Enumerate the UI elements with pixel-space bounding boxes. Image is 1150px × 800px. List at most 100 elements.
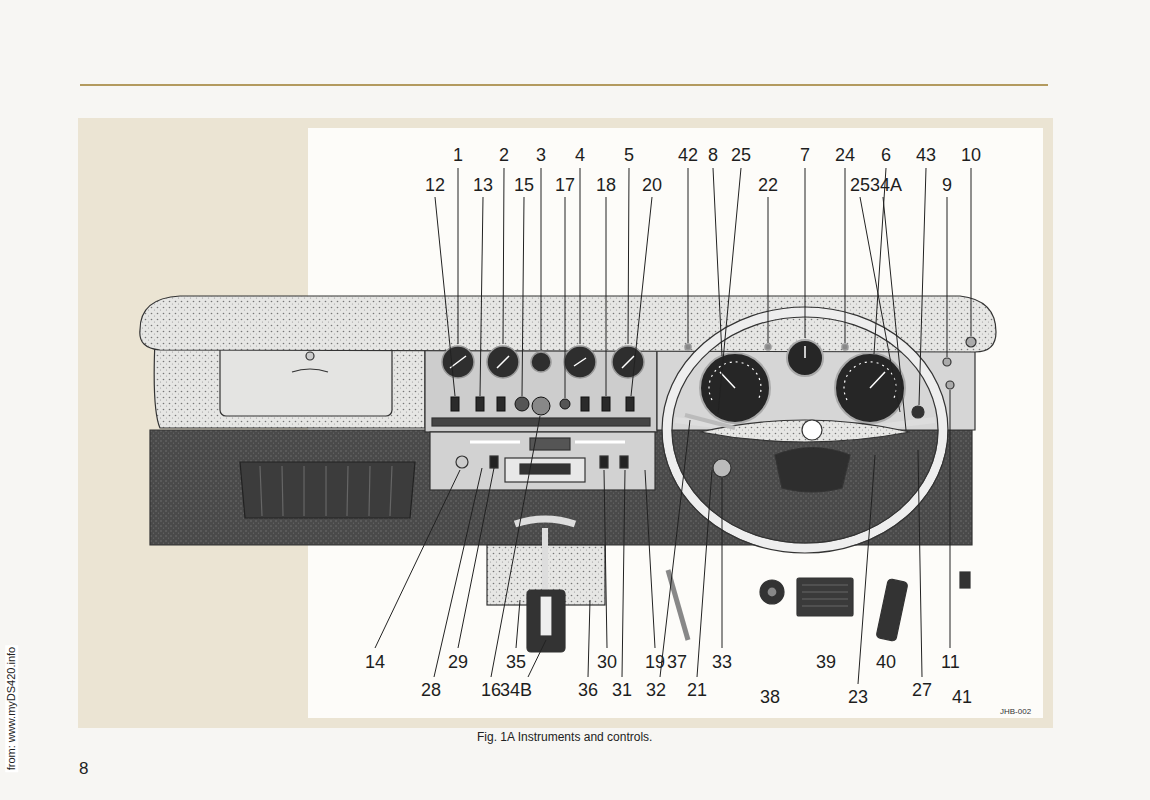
steering-wheel-part	[966, 337, 976, 347]
loose-parts	[668, 570, 970, 641]
leader-lines-part	[541, 168, 542, 350]
steering-wheel-part	[720, 346, 885, 388]
leader-lines-part	[458, 168, 459, 344]
callout-number: 34A	[870, 176, 902, 194]
loose-parts-part	[760, 580, 784, 604]
leader-lines-part	[713, 168, 722, 356]
callout-number: 13	[473, 176, 493, 194]
leader-lines-part	[688, 168, 689, 343]
leader-lines-part	[697, 470, 712, 677]
small-gauges-part	[685, 344, 691, 350]
page-number: 8	[79, 760, 88, 777]
leader-lines-part	[435, 197, 455, 396]
callout-number: 29	[448, 653, 468, 671]
dashboard-fascia-part	[292, 369, 328, 372]
switch-row	[451, 397, 634, 415]
watermark: from: www.myDS420.info	[5, 645, 18, 772]
callout-number: 1	[453, 146, 463, 164]
steering-wheel-part	[709, 362, 896, 400]
figure-caption: Fig. 1A Instruments and controls.	[477, 731, 652, 743]
leader-lines-part	[622, 470, 625, 677]
leader-lines-part	[722, 478, 723, 648]
callout-number: 10	[961, 146, 981, 164]
callout-number: 43	[916, 146, 936, 164]
loose-parts-part	[960, 572, 970, 588]
callout-number: 24	[835, 146, 855, 164]
leader-lines-part	[858, 455, 875, 684]
steering-wheel-part	[713, 459, 731, 477]
steering-wheel-part	[662, 307, 948, 553]
callout-number: 20	[642, 176, 662, 194]
leader-lines-part	[845, 168, 846, 343]
callout-number: 2	[499, 146, 509, 164]
switch-row-part	[602, 397, 610, 411]
dashboard-fascia-part	[150, 430, 972, 545]
callout-number: 33	[712, 653, 732, 671]
callout-number: 28	[421, 681, 441, 699]
callout-number: 22	[758, 176, 778, 194]
dashboard-fascia-part	[432, 418, 650, 426]
leader-lines-part	[604, 470, 607, 648]
switch-row-part	[497, 397, 505, 411]
callout-number: 4	[575, 146, 585, 164]
callout-number: 16	[481, 681, 501, 699]
switch-row-part	[626, 397, 634, 411]
callout-number: 9	[942, 176, 952, 194]
callout-number: 6	[881, 146, 891, 164]
leader-lines-part	[516, 600, 520, 648]
callout-number: 25	[731, 146, 751, 164]
callout-number: 19	[645, 653, 665, 671]
leader-lines-part	[918, 450, 922, 677]
leader-lines-part	[768, 197, 769, 343]
callout-number: 39	[816, 653, 836, 671]
callout-number: 5	[624, 146, 634, 164]
callout-number: 35	[506, 653, 526, 671]
steering-wheel-part	[667, 312, 943, 548]
steering-wheel-part	[946, 381, 954, 389]
callout-number: 25	[850, 176, 870, 194]
callout-number: 21	[687, 681, 707, 699]
callout-number: 34B	[500, 681, 532, 699]
leader-lines-part	[947, 197, 948, 357]
leader-lines-part	[919, 168, 926, 405]
switch-row-part	[581, 397, 589, 411]
callout-number: 30	[597, 653, 617, 671]
centre-console-part	[527, 590, 565, 652]
leader-lines-part	[565, 197, 566, 398]
loose-parts-part	[767, 587, 777, 597]
centre-console-part	[520, 464, 570, 474]
loose-parts-part	[797, 578, 853, 616]
callout-number: 3	[536, 146, 546, 164]
centre-console-part	[430, 432, 655, 490]
callout-number: 27	[912, 681, 932, 699]
steering-wheel-part	[775, 448, 850, 493]
callout-number: 14	[365, 653, 385, 671]
centre-console-part	[505, 458, 585, 482]
callout-number: 42	[678, 146, 698, 164]
callout-number: 37	[667, 653, 687, 671]
loose-parts-part	[876, 579, 908, 642]
steering-wheel-part	[802, 420, 822, 440]
leader-lines-part	[434, 468, 482, 677]
leader-lines-part	[628, 168, 629, 344]
leader-lines-part	[718, 168, 741, 414]
steering-wheel-part	[943, 358, 951, 366]
callout-number: 12	[425, 176, 445, 194]
callout-number: 11	[941, 653, 960, 671]
pocket	[240, 462, 415, 518]
leader-lines-part	[645, 470, 655, 648]
small-gauges-part	[531, 352, 551, 372]
leader-lines-part	[491, 416, 540, 677]
leader-lines-part	[522, 197, 524, 396]
centre-console-part	[542, 528, 548, 590]
switch-row-part	[532, 397, 550, 415]
leader-lines-part	[588, 600, 590, 677]
steering-wheel-part	[700, 420, 910, 442]
leader-lines-part	[971, 168, 972, 336]
switch-row-part	[476, 397, 484, 411]
callout-number: 15	[514, 176, 534, 194]
leader-lines-part	[805, 168, 806, 338]
